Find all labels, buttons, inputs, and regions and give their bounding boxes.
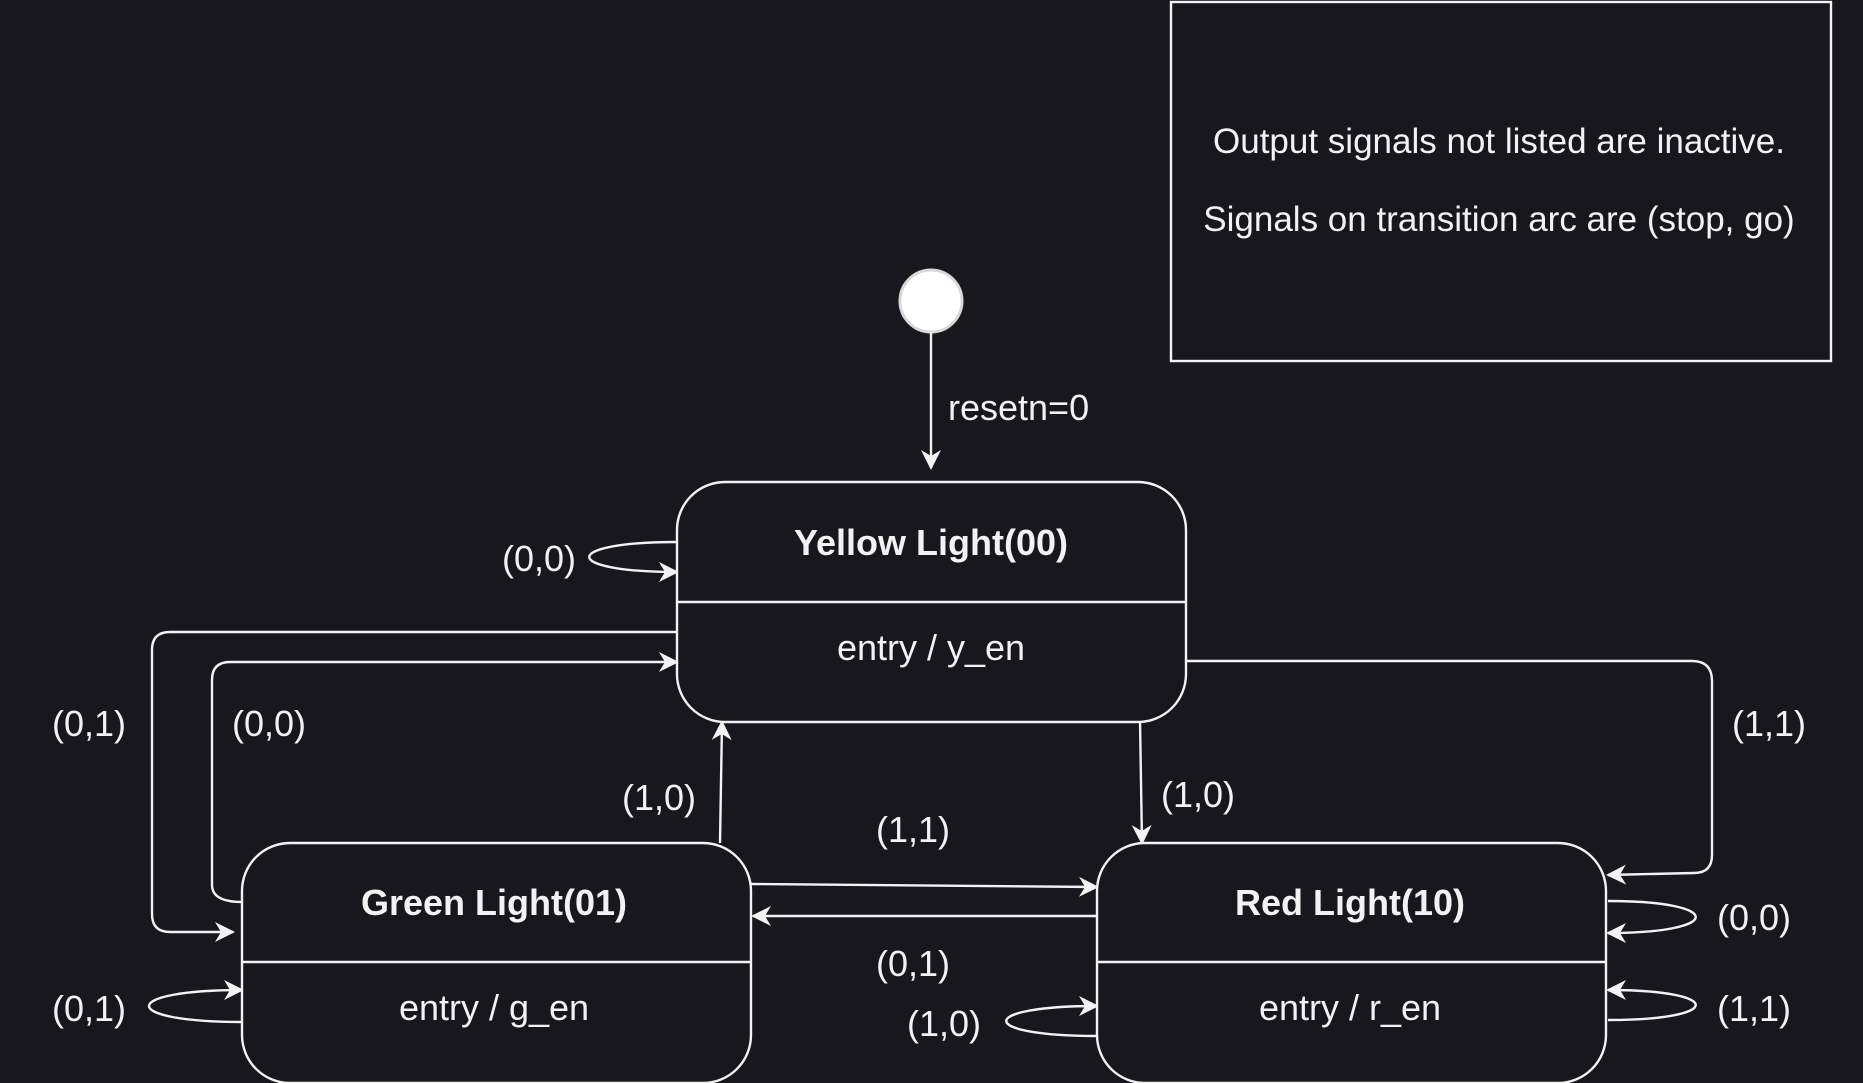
state-green[interactable]: Green Light(01) entry / g_en [240, 841, 753, 1083]
transition-green-red: (1,1) [750, 809, 1099, 897]
transition-yellow-green-outer: (0,1) [52, 630, 677, 942]
label-green-red: (1,1) [876, 809, 950, 850]
state-yellow[interactable]: Yellow Light(00) entry / y_en [675, 480, 1188, 724]
label-red-self-top: (0,0) [1717, 897, 1791, 938]
transition-red-self-left: (1,0) [907, 996, 1099, 1044]
state-red[interactable]: Red Light(10) entry / r_en [1095, 841, 1608, 1083]
label-yellow-green-outer: (0,1) [52, 703, 126, 744]
label-green-yellow-inner: (0,0) [232, 703, 306, 744]
label-resetn: resetn=0 [948, 387, 1089, 428]
label-green-yellow-direct: (1,0) [622, 777, 696, 818]
transition-yellow-red-outer: (1,1) [1186, 659, 1806, 885]
label-red-self-left: (1,0) [907, 1003, 981, 1044]
transition-green-yellow-direct: (1,0) [622, 720, 732, 844]
note-line-1: Output signals not listed are inactive. [1213, 122, 1785, 161]
label-yellow-red-outer: (1,1) [1732, 703, 1806, 744]
transition-green-self: (0,1) [52, 980, 244, 1029]
transition-red-self-bottom: (1,1) [1606, 980, 1791, 1029]
state-green-action: entry / g_en [399, 987, 589, 1028]
legend-note: Output signals not listed are inactive. … [1169, 0, 1833, 363]
label-yellow-self: (0,0) [502, 538, 576, 579]
transition-green-yellow-inner: (0,0) [210, 652, 679, 904]
label-yellow-red: (1,0) [1161, 774, 1235, 815]
state-yellow-title: Yellow Light(00) [794, 522, 1068, 563]
label-red-self-bottom: (1,1) [1717, 988, 1791, 1029]
label-green-self: (0,1) [52, 988, 126, 1029]
transition-red-self-top: (0,0) [1606, 897, 1791, 943]
state-green-title: Green Light(01) [361, 882, 627, 923]
state-red-action: entry / r_en [1259, 987, 1441, 1028]
note-line-2: Signals on transition arc are (stop, go) [1203, 200, 1794, 239]
state-yellow-action: entry / y_en [837, 627, 1025, 668]
transition-red-green: (0,1) [751, 906, 1097, 984]
initial-state [898, 268, 964, 334]
label-red-green: (0,1) [876, 943, 950, 984]
transition-initial: resetn=0 [921, 332, 1089, 470]
transition-yellow-red: (1,0) [1131, 719, 1235, 845]
transition-yellow-self: (0,0) [502, 538, 679, 582]
state-red-title: Red Light(10) [1235, 882, 1465, 923]
